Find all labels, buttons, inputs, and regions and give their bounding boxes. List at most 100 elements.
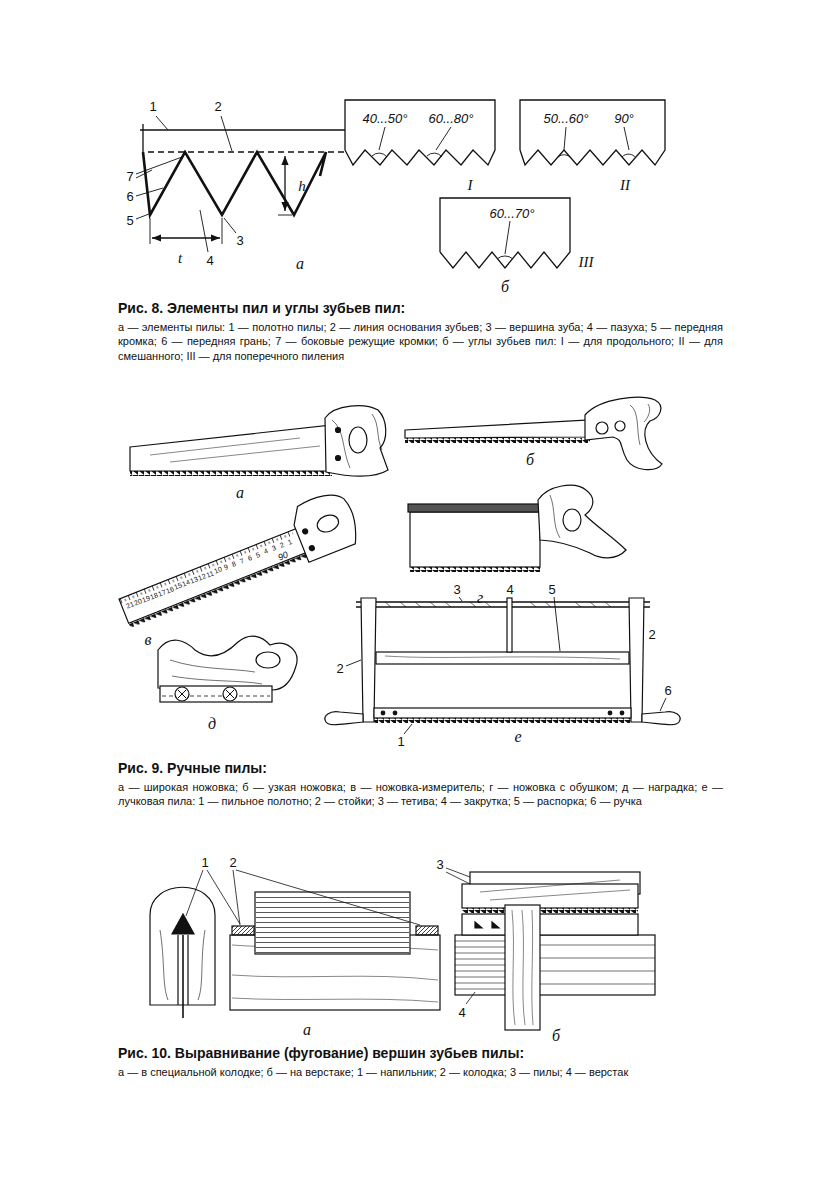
wood-grain	[512, 910, 533, 1025]
extension-line	[278, 215, 292, 216]
wood-grain	[170, 660, 262, 684]
blade	[130, 425, 332, 471]
bowstring-twist	[370, 602, 611, 607]
figure-letter: а	[236, 484, 244, 502]
mixed-teeth	[520, 100, 665, 165]
callout-number: 4	[506, 582, 513, 597]
blade-shine	[480, 880, 630, 900]
spine	[408, 504, 542, 512]
leader-line	[136, 116, 236, 252]
leader-line	[446, 868, 475, 1004]
vertical-board	[505, 905, 540, 1030]
angle-arc	[558, 154, 636, 158]
handle-hole	[256, 652, 280, 668]
handle	[325, 712, 363, 725]
jointing-on-bench	[446, 868, 655, 1030]
handle	[585, 397, 662, 469]
dimension-symbol: h	[298, 178, 306, 195]
blade	[405, 420, 590, 438]
angle-label: 60...80°	[429, 111, 474, 126]
bowstring	[356, 602, 650, 607]
figure-caption: Рис. 9. Ручные пилы:	[118, 760, 267, 776]
dimension-symbol: t	[178, 250, 182, 267]
callout-number: 4	[458, 1005, 465, 1020]
blade-edge	[140, 129, 345, 131]
angle-label: 50...60°	[544, 111, 589, 126]
figure-caption: Рис. 8. Элементы пил и углы зубьев пил:	[118, 300, 405, 316]
teeth	[410, 567, 540, 572]
dimension-h	[284, 156, 285, 211]
rivet	[302, 528, 308, 534]
teeth	[374, 718, 631, 723]
callout-number: 1	[201, 855, 208, 870]
saw-blade	[462, 884, 638, 908]
dimension-t	[152, 237, 220, 238]
crossbar	[376, 652, 629, 664]
rivet	[336, 456, 341, 461]
leader-line	[505, 221, 510, 254]
handle-hole	[563, 509, 581, 531]
saw-elements	[136, 116, 345, 252]
pin	[608, 711, 612, 715]
bow-saw	[325, 597, 680, 734]
blade	[410, 512, 540, 567]
teeth	[129, 551, 312, 628]
figure-letter: а	[296, 255, 304, 273]
blade	[119, 527, 310, 623]
roman-numeral: III	[579, 254, 594, 271]
twist-stick	[507, 598, 512, 652]
figure-letter: б	[552, 1027, 560, 1045]
handle-hole	[349, 427, 367, 453]
handle	[538, 485, 626, 558]
screw	[596, 422, 608, 434]
stand	[629, 598, 644, 722]
wood-grain	[332, 414, 382, 468]
saw-blade	[182, 935, 184, 1018]
wood-grain	[385, 656, 620, 659]
stand	[361, 598, 376, 722]
teeth	[462, 908, 638, 913]
callout-number: 1	[397, 734, 404, 749]
callout-number: 6	[126, 189, 133, 204]
callout-number: 1	[149, 99, 156, 114]
wood-grain	[630, 404, 650, 445]
callout-number: 4	[206, 253, 213, 268]
angle-arc	[497, 256, 512, 259]
callout-number: 3	[436, 857, 443, 872]
leader-line	[564, 127, 629, 150]
file-section	[172, 914, 194, 934]
angle-arc	[372, 153, 442, 157]
metal-plate	[160, 686, 272, 702]
clamp-board	[462, 914, 638, 935]
pad	[416, 926, 438, 935]
pin	[393, 711, 397, 715]
leader-line	[346, 597, 666, 734]
angle-label: 40...50°	[363, 111, 408, 126]
handle	[642, 712, 680, 725]
callout-number: 6	[664, 683, 671, 698]
wood-grain	[550, 495, 560, 538]
rivet	[309, 545, 315, 551]
workbench	[455, 935, 655, 995]
wood-block	[158, 636, 297, 690]
pin	[620, 711, 624, 715]
bench-layers	[455, 941, 655, 989]
callout-number: 2	[648, 627, 655, 642]
file-cut	[256, 893, 409, 953]
caption-text: а — широкая ножовка; б — узкая ножовка; …	[118, 780, 723, 809]
jointing-block	[150, 870, 440, 1018]
teeth	[130, 471, 332, 476]
angle-label: 60...70°	[490, 206, 535, 221]
callout-number: 3	[453, 582, 460, 597]
pin	[381, 711, 385, 715]
measuring-saw	[111, 487, 363, 632]
screw-head	[475, 922, 499, 928]
angle-label: 90°	[614, 111, 634, 126]
leader-line	[186, 870, 420, 925]
callout-number: 2	[214, 99, 221, 114]
figure-letter: б	[501, 278, 509, 296]
figure-letter: г	[477, 589, 483, 607]
caption-text: а — элементы пилы: 1 — полотно пилы; 2 —…	[118, 320, 723, 363]
